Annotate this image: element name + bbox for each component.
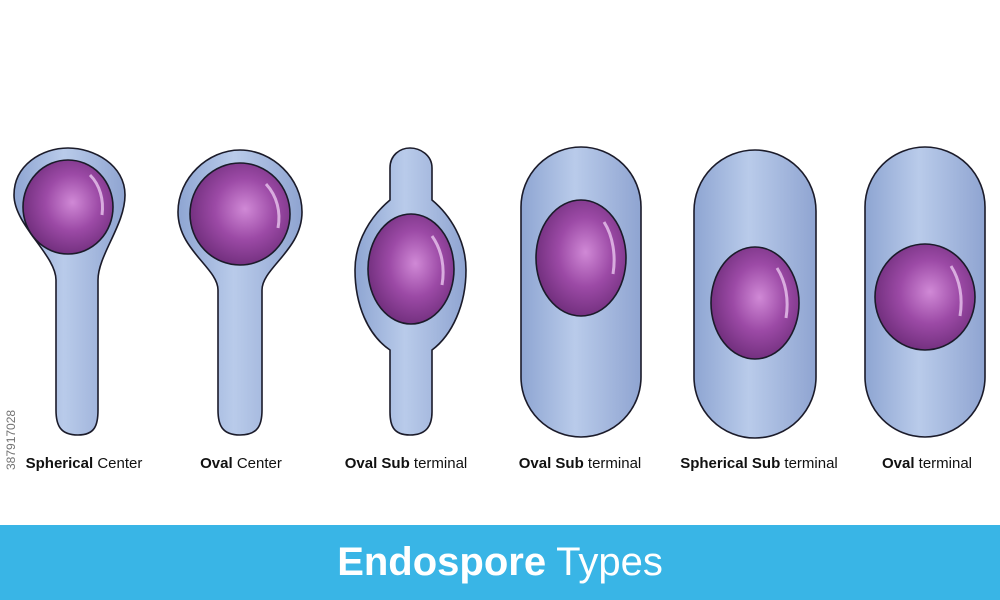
- label-rest: terminal: [583, 455, 642, 472]
- endospore: [874, 243, 976, 351]
- label-oval-sub-terminal-2: Oval Sub terminal: [519, 455, 642, 472]
- label-oval-sub-terminal-1: Oval Sub terminal: [345, 455, 468, 472]
- title-banner: Endospore Types: [0, 525, 1000, 600]
- endospore: [710, 246, 800, 360]
- cell-oval-sub-terminal-2-shape: [520, 146, 642, 438]
- endospore-diagram: [13, 146, 986, 439]
- label-rest: terminal: [780, 455, 838, 472]
- label-bold: Oval: [881, 455, 915, 472]
- label-spherical-center: Spherical Center: [26, 455, 143, 472]
- label-bold: Spherical: [25, 455, 94, 472]
- cell-oval-sub-terminal-1-shape: [354, 147, 467, 436]
- endospore: [22, 159, 114, 255]
- label-rest: terminal: [914, 455, 973, 472]
- cell-spherical-center-shape: [13, 147, 126, 436]
- label-bold: Spherical Sub: [680, 455, 781, 472]
- label-bold: Oval Sub: [344, 455, 410, 472]
- banner-title-bold: Endospore: [337, 540, 547, 584]
- cell-oval-terminal-shape: [864, 146, 986, 438]
- cell-spherical-sub-terminal-shape: [693, 149, 817, 439]
- label-rest: Center: [232, 455, 282, 472]
- stock-id-watermark: 387917028: [4, 409, 18, 470]
- cell-oval-center-shape: [177, 149, 303, 436]
- banner-title-rest: Types: [556, 540, 663, 584]
- endospore: [189, 162, 291, 266]
- endospore: [367, 213, 455, 325]
- label-bold: Oval: [200, 455, 233, 472]
- label-oval-center: Oval Center: [200, 455, 282, 472]
- label-rest: terminal: [409, 455, 468, 472]
- endospore: [535, 199, 627, 317]
- label-bold: Oval Sub: [518, 455, 584, 472]
- label-rest: Center: [93, 455, 143, 472]
- label-spherical-sub-terminal: Spherical Sub terminal: [680, 455, 838, 472]
- label-oval-terminal: Oval terminal: [882, 455, 972, 472]
